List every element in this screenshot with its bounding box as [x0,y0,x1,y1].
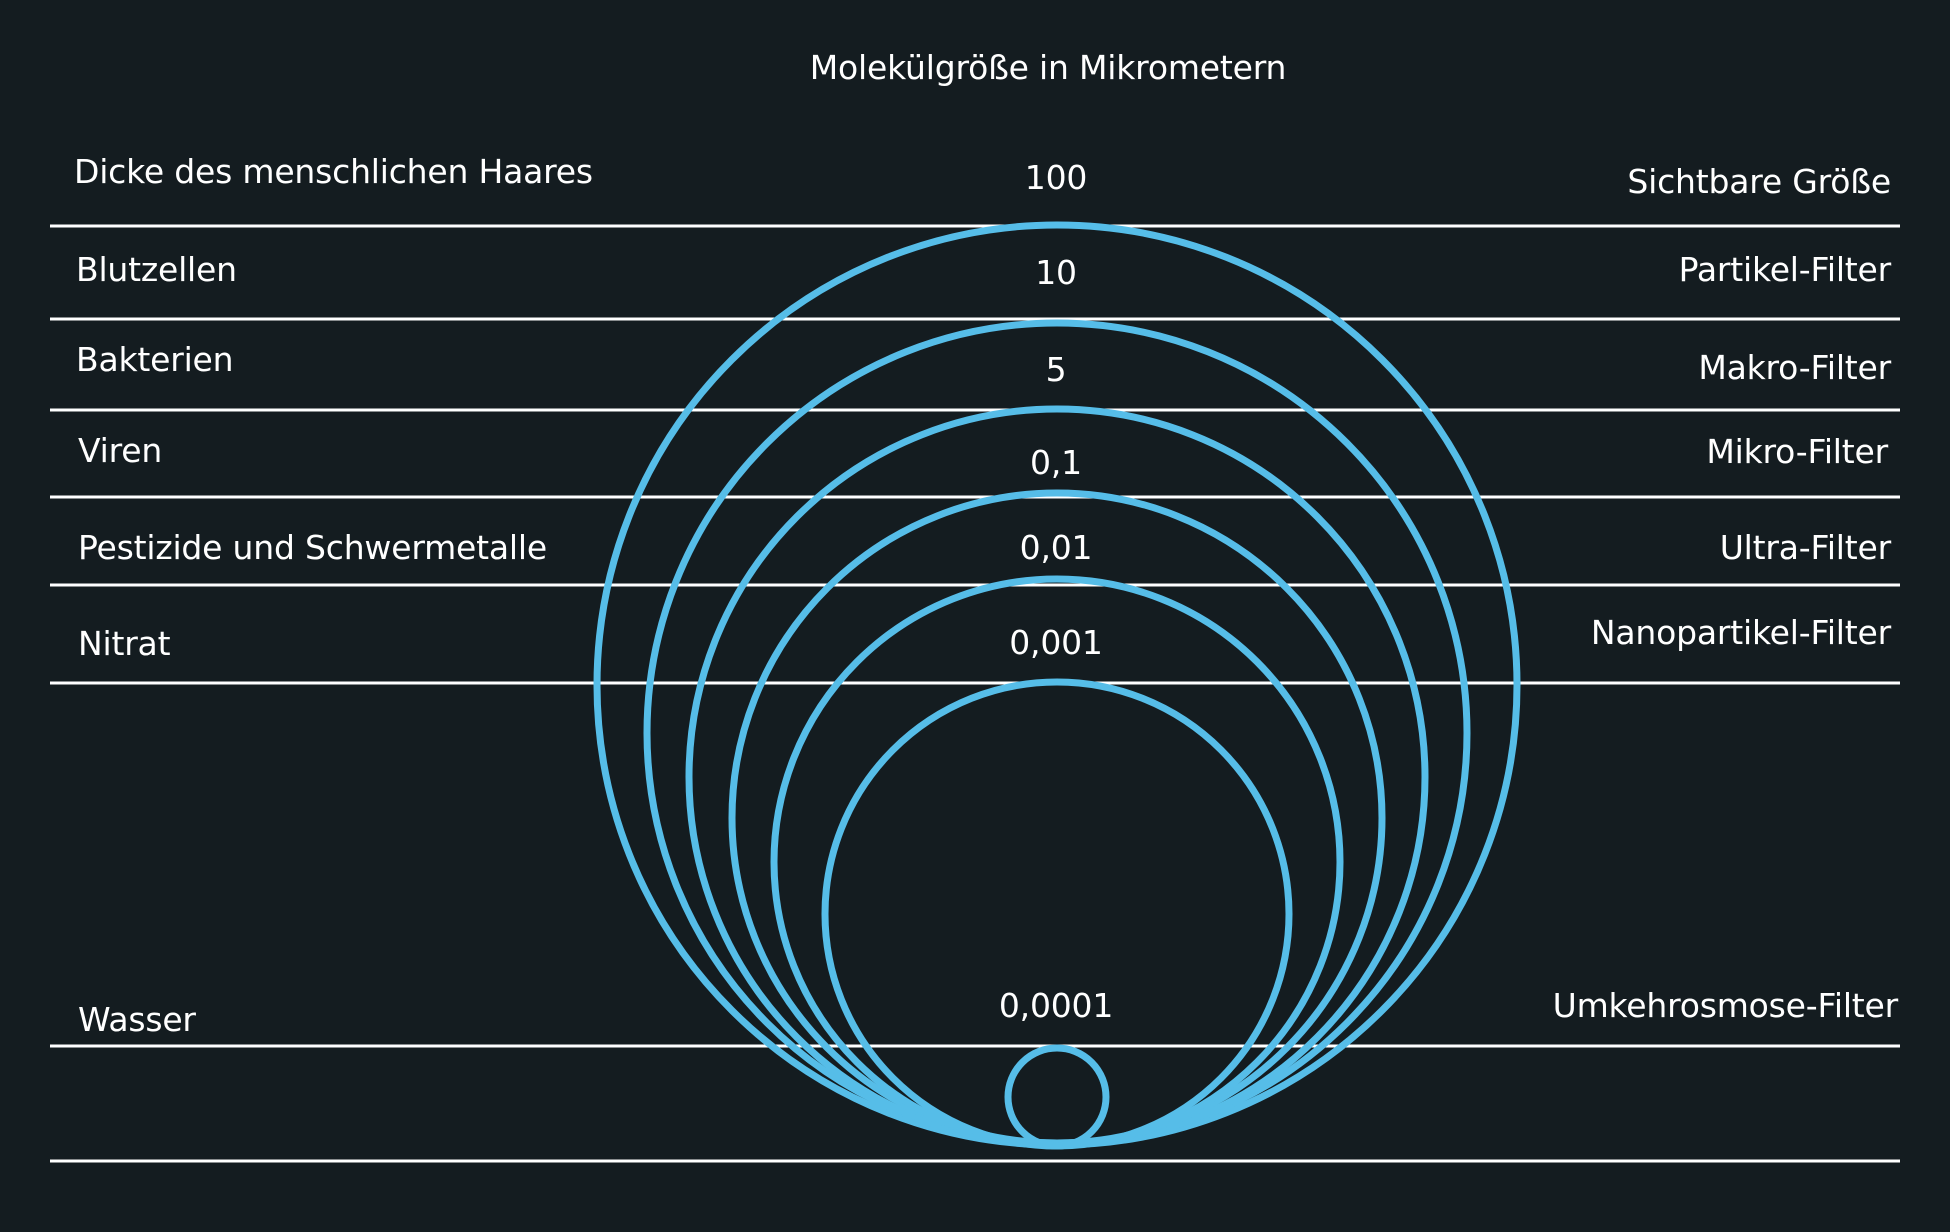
filter-label: Makro-Filter [1698,348,1891,387]
filter-label: Partikel-Filter [1678,250,1892,289]
filter-label: Ultra-Filter [1719,528,1891,567]
diagram-title: Molekülgröße in Mikrometern [809,48,1287,87]
substance-label: Dicke des menschlichen Haares [74,152,593,191]
substance-label: Viren [78,431,163,470]
size-circle [1004,1044,1110,1150]
substance-label: Wasser [78,1000,196,1039]
substance-label: Pestizide und Schwermetalle [78,528,547,567]
size-circle [821,678,1293,1150]
substance-label: Blutzellen [76,250,237,289]
size-value: 10 [1035,253,1077,292]
size-value: 5 [1045,350,1067,389]
filter-label: Umkehrosmose-Filter [1552,986,1899,1025]
size-circle [685,405,1429,1149]
size-value: 0,0001 [998,986,1114,1025]
size-circle [770,575,1344,1149]
substance-label: Bakterien [76,340,234,379]
filter-label: Sichtbare Größe [1627,162,1891,201]
substance-label: Nitrat [78,624,171,663]
size-value: 100 [1024,158,1088,197]
filter-label: Mikro-Filter [1706,432,1888,471]
size-value: 0,01 [1019,528,1093,567]
size-value: 0,1 [1030,443,1082,482]
filter-label: Nanopartikel-Filter [1590,613,1891,652]
size-value: 0,001 [1009,623,1103,662]
